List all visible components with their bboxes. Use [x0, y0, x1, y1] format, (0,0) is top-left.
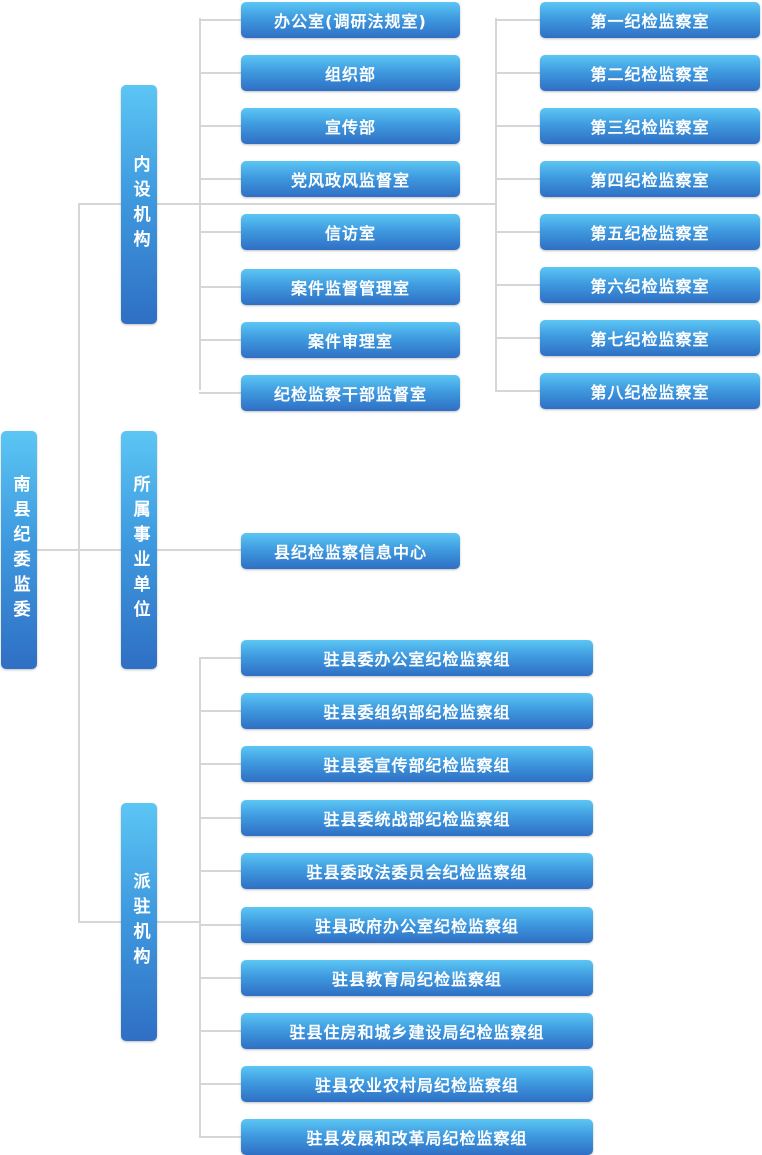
- internal-left-tick: [199, 178, 241, 180]
- dispatched-tick: [199, 710, 241, 712]
- internal-dept: 案件审理室: [241, 322, 460, 358]
- root-node: 南县纪委监委: [1, 431, 37, 669]
- internal-left-tick: [199, 19, 241, 21]
- category-dispatched: 派驻机构: [121, 803, 157, 1041]
- internal-left-tick: [199, 286, 241, 288]
- internal-right-tick: [495, 231, 540, 233]
- internal-dept: 信访室: [241, 214, 460, 250]
- dispatched-group: 驻县住房和城乡建设局纪检监察组: [241, 1013, 593, 1049]
- internal-dept: 党风政风监督室: [241, 161, 460, 197]
- dispatched-tick: [199, 763, 241, 765]
- inspection-office: 第七纪检监察室: [540, 320, 760, 356]
- dispatched-group: 驻县委办公室纪检监察组: [241, 640, 593, 676]
- branch-affiliated: [78, 549, 122, 551]
- inspection-office: 第三纪检监察室: [540, 108, 760, 144]
- dispatched-tick: [199, 817, 241, 819]
- dispatched-tick: [199, 1136, 241, 1138]
- internal-right-tick: [495, 178, 540, 180]
- internal-dept: 宣传部: [241, 108, 460, 144]
- dispatched-group: 驻县农业农村局纪检监察组: [241, 1066, 593, 1102]
- dispatched-tick: [199, 870, 241, 872]
- dispatched-group: 驻县委政法委员会纪检监察组: [241, 853, 593, 889]
- dispatched-tick: [199, 657, 241, 659]
- dispatched-spine: [199, 657, 201, 1137]
- dispatched-connector: [157, 921, 201, 923]
- category-internal: 内设机构: [121, 85, 157, 324]
- dispatched-tick: [199, 977, 241, 979]
- dispatched-group: 驻县委统战部纪检监察组: [241, 800, 593, 836]
- category-affiliated: 所属事业单位: [121, 431, 157, 669]
- inspection-office: 第五纪检监察室: [540, 214, 760, 250]
- internal-right-tick: [495, 19, 540, 21]
- internal-dept: 纪检监察干部监督室: [241, 375, 460, 411]
- affiliated-connector: [157, 549, 241, 551]
- dispatched-group: 驻县政府办公室纪检监察组: [241, 907, 593, 943]
- internal-left-tick: [199, 231, 241, 233]
- inspection-office: 第一纪检监察室: [540, 2, 760, 38]
- internal-right-spine: [495, 18, 497, 390]
- internal-left-tick: [199, 392, 241, 394]
- inspection-office: 第六纪检监察室: [540, 267, 760, 303]
- branch-dispatched: [78, 921, 122, 923]
- trunk-vertical: [78, 203, 80, 923]
- branch-internal: [78, 203, 122, 205]
- dispatched-group: 驻县教育局纪检监察组: [241, 960, 593, 996]
- inspection-office: 第八纪检监察室: [540, 373, 760, 409]
- inspection-office: 第四纪检监察室: [540, 161, 760, 197]
- inspection-office: 第二纪检监察室: [540, 55, 760, 91]
- dispatched-tick: [199, 1083, 241, 1085]
- root-connector: [37, 549, 79, 551]
- internal-right-tick: [495, 390, 540, 392]
- internal-dept: 办公室(调研法规室): [241, 2, 460, 38]
- internal-left-spine: [199, 18, 201, 390]
- internal-dept: 组织部: [241, 55, 460, 91]
- dispatched-group: 驻县发展和改革局纪检监察组: [241, 1119, 593, 1155]
- dispatched-group: 驻县委组织部纪检监察组: [241, 693, 593, 729]
- internal-left-tick: [199, 125, 241, 127]
- dispatched-group: 驻县委宣传部纪检监察组: [241, 746, 593, 782]
- internal-right-tick: [495, 125, 540, 127]
- internal-right-tick: [495, 284, 540, 286]
- internal-dept: 案件监督管理室: [241, 269, 460, 305]
- internal-right-tick: [495, 337, 540, 339]
- internal-left-tick: [199, 339, 241, 341]
- internal-right-tick: [495, 72, 540, 74]
- internal-connector: [157, 203, 497, 205]
- dispatched-tick: [199, 924, 241, 926]
- internal-left-tick: [199, 72, 241, 74]
- affiliated-unit: 县纪检监察信息中心: [241, 533, 460, 569]
- dispatched-tick: [199, 1030, 241, 1032]
